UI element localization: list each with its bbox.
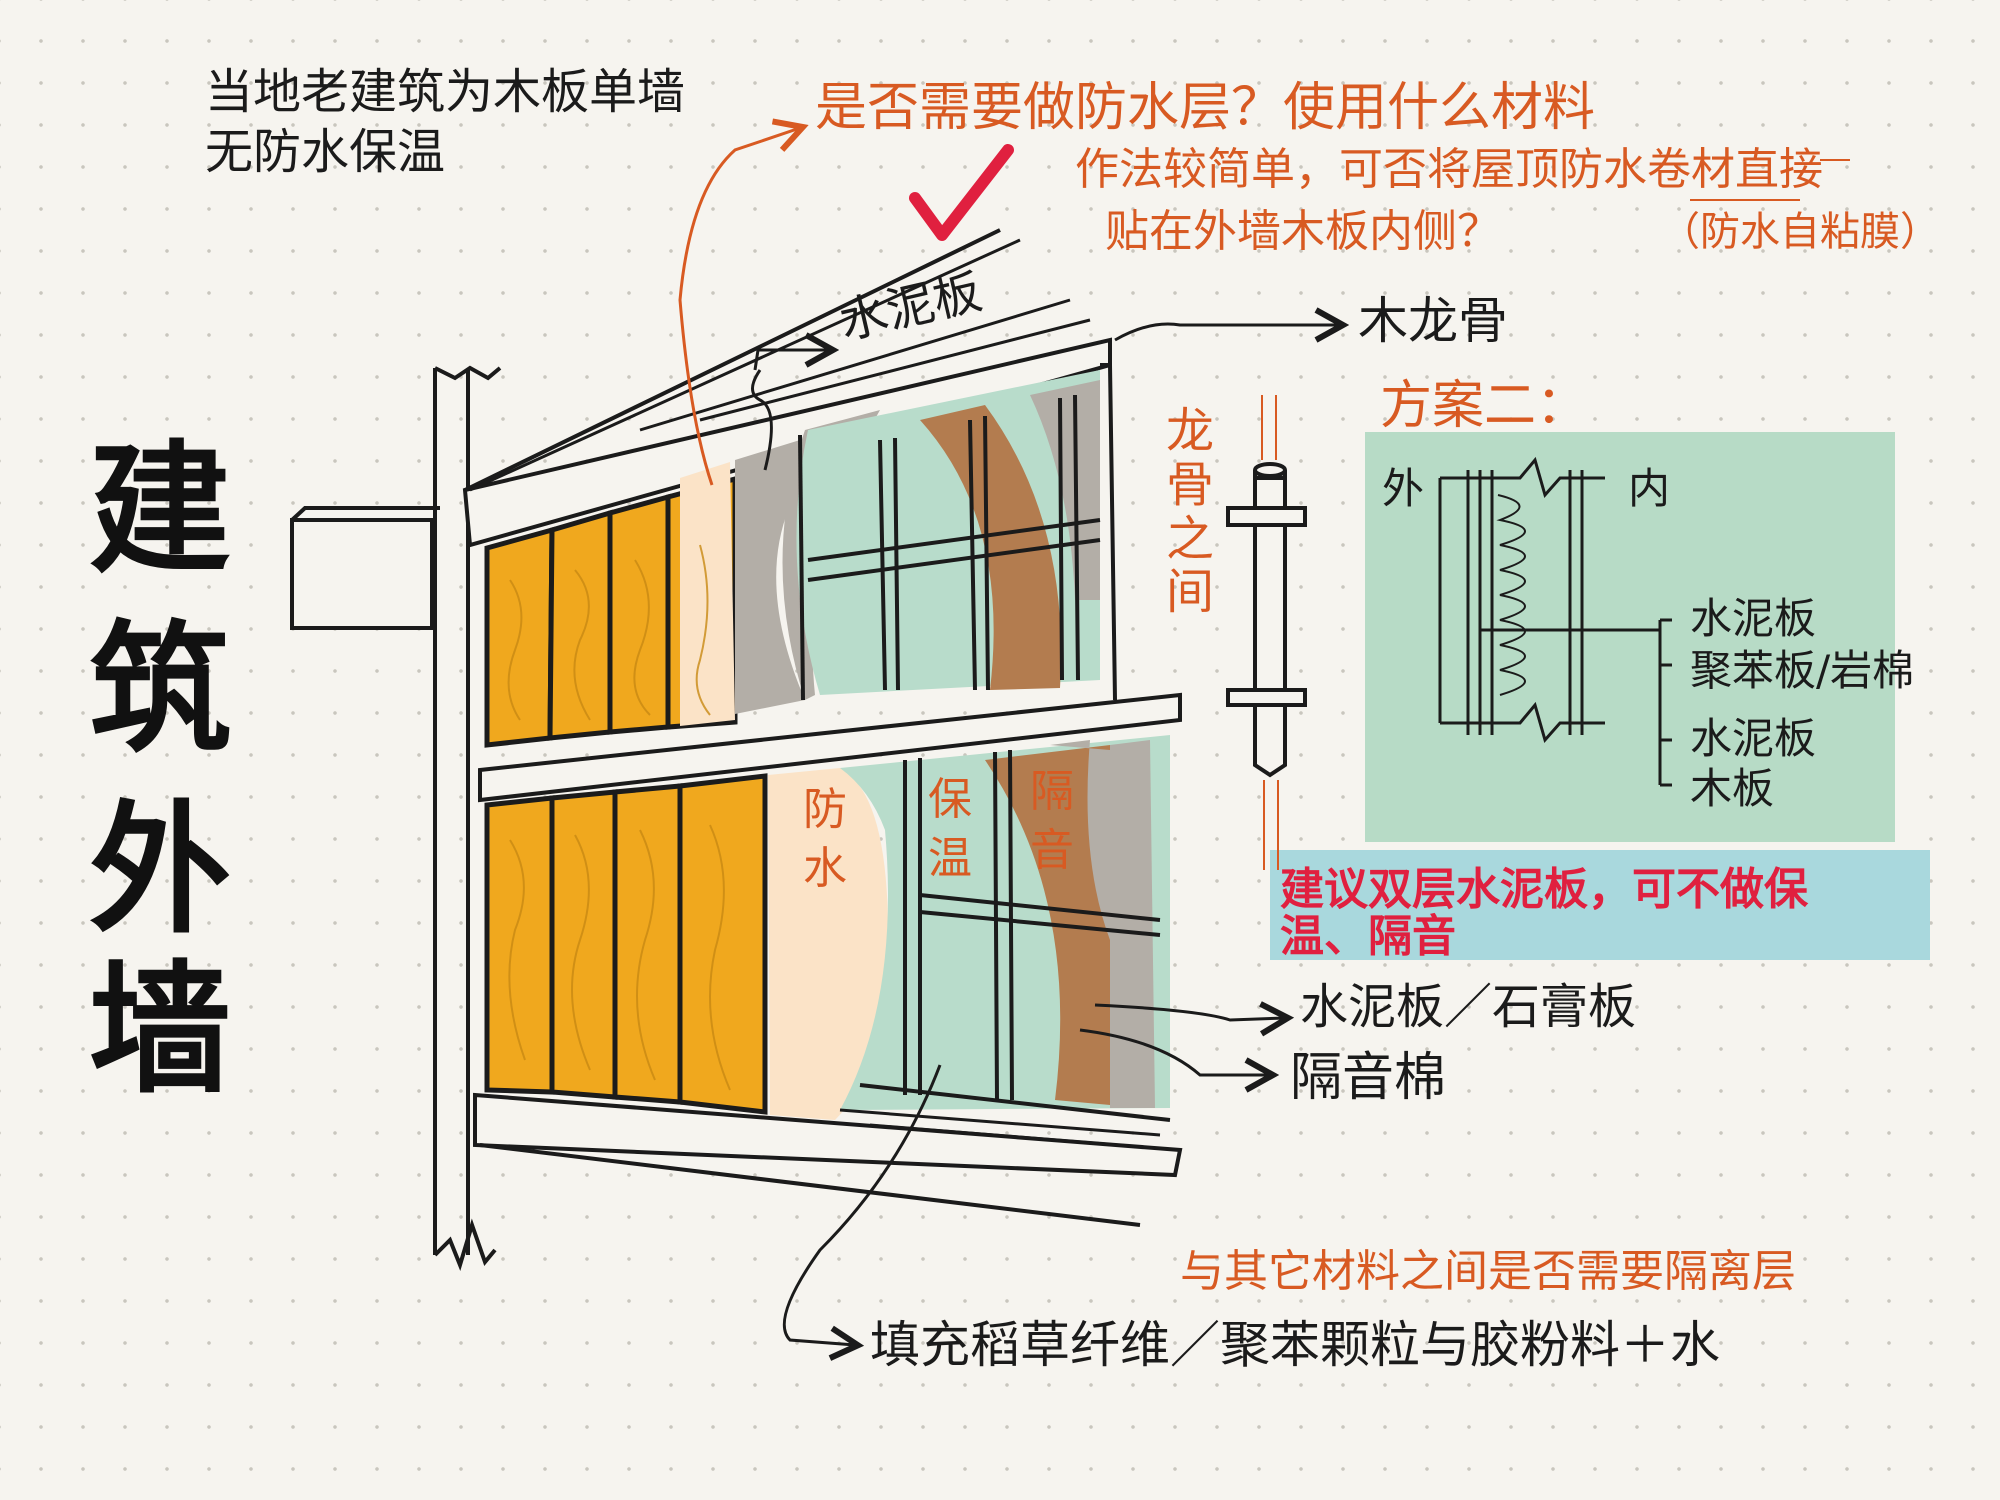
suggestion-line2: 贴在外墙木板内侧？ — [1105, 206, 1501, 257]
label-between-keel: 龙 骨 之 间 — [1165, 403, 1214, 621]
scheme-layer: 水泥板 — [1690, 714, 1817, 763]
label-sound-cotton: 隔音棉 — [1290, 1048, 1447, 1108]
wood-grain — [507, 544, 731, 1091]
scheme-layer: 水泥板 — [1690, 594, 1817, 643]
label-insulation: 保 温 — [928, 774, 972, 885]
suggestion-paren: （防水自粘膜） — [1660, 209, 1940, 255]
scheme-layer: 聚苯板/岩棉 — [1690, 646, 1915, 695]
check-mark — [909, 144, 1014, 241]
local-note-line1: 当地老建筑为木板单墙 — [205, 64, 686, 120]
scheme-panel — [1365, 432, 1895, 842]
recommendation-line1: 建议双层水泥板，可不做保 — [1280, 864, 1808, 915]
scheme-inside-label: 内 — [1628, 464, 1671, 513]
local-note-line2: 无防水保温 — [205, 124, 446, 180]
waterproof-question: 是否需要做防水层？使用什么材料 — [815, 78, 1596, 138]
downpipe — [1226, 395, 1307, 870]
separation-question: 与其它材料之间是否需要隔离层 — [1180, 1246, 1796, 1297]
title-char: 外 — [89, 788, 231, 953]
title-char: 墙 — [89, 948, 231, 1113]
lower-panels — [484, 735, 1170, 1120]
recommendation-line2: 温、隔音 — [1280, 911, 1456, 962]
bottom-beam — [473, 1092, 1183, 1227]
title-char: 筑 — [89, 608, 231, 773]
label-cement-gypsum: 水泥板／石膏板 — [1300, 979, 1637, 1035]
label-waterproof: 防 水 — [803, 784, 847, 895]
upper-panels — [484, 370, 1100, 748]
scheme-outside-label: 外 — [1382, 464, 1425, 513]
lower-window-frames — [859, 749, 1171, 1122]
left-post — [290, 365, 502, 1272]
leader-lines — [678, 128, 1850, 1345]
label-wood-keel: 木龙骨 — [1358, 292, 1508, 350]
scheme-layer: 木板 — [1690, 764, 1775, 813]
scheme-title: 方案二： — [1380, 376, 1589, 436]
fill-material-note: 填充稻草纤维／聚苯颗粒与胶粉料＋水 — [870, 1316, 1720, 1374]
recommendation-highlight — [1270, 850, 1930, 960]
middle-beam — [478, 692, 1182, 803]
label-soundproof: 隔 音 — [1030, 766, 1074, 877]
suggestion-line1: 作法较简单，可否将屋顶防水卷材直接 — [1075, 144, 1823, 195]
title-char: 建 — [89, 428, 231, 593]
upper-window-frames — [798, 363, 1117, 701]
